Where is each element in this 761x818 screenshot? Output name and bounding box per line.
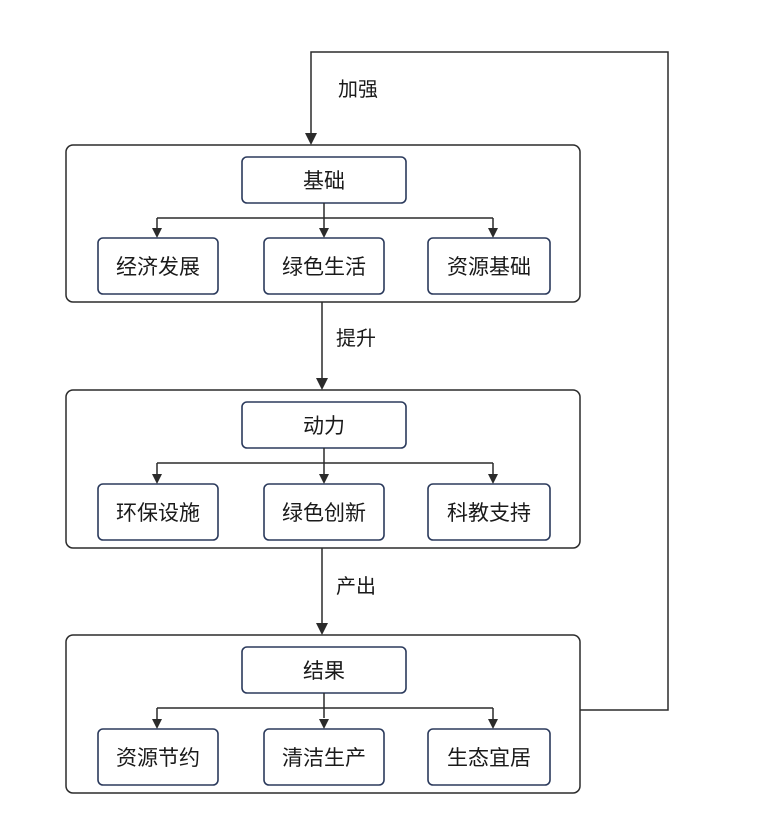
node-result-item-1 [97, 728, 219, 786]
node-base-item-3 [427, 237, 551, 295]
feedback-loop-line [310, 51, 669, 711]
node-power-item-1 [97, 483, 219, 541]
node-base-title-text: 基础 [303, 169, 345, 193]
result-arrowhead-right [488, 719, 498, 729]
node-base-item-3-text: 资源基础 [447, 255, 531, 279]
node-base-item-2-text: 绿色生活 [282, 255, 366, 279]
base-arrowhead-right [488, 228, 498, 238]
node-result-item-1-text: 资源节约 [116, 746, 200, 770]
node-result-item-2-text: 清洁生产 [282, 746, 366, 770]
base-to-power-arrowhead [316, 378, 328, 390]
node-base-item-1-text: 经济发展 [116, 255, 200, 279]
node-result-item-3 [427, 728, 551, 786]
node-result-item-3-text: 生态宜居 [447, 746, 531, 770]
node-power-item-3 [427, 483, 551, 541]
node-base-item-2 [263, 237, 385, 295]
result-arrowhead-center [319, 719, 329, 729]
node-power-item-3-text: 科教支持 [447, 501, 531, 525]
node-power-item-1-text: 环保设施 [116, 501, 200, 525]
node-power-item-2-text: 绿色创新 [282, 501, 366, 525]
node-result-title-text: 结果 [303, 659, 345, 683]
power-arrowhead-left [152, 474, 162, 484]
node-power-item-2 [263, 483, 385, 541]
base-arrowhead-left [152, 228, 162, 238]
feedback-arrowhead [305, 133, 317, 145]
node-power-title-text: 动力 [303, 414, 345, 438]
feedback-label: 加强 [338, 77, 378, 101]
base-to-power-label: 提升 [336, 326, 376, 350]
power-to-result-label: 产出 [336, 574, 376, 598]
power-to-result-arrowhead [316, 623, 328, 635]
node-base-item-1 [97, 237, 219, 295]
power-arrowhead-right [488, 474, 498, 484]
node-result-item-2 [263, 728, 385, 786]
power-arrowhead-center [319, 474, 329, 484]
base-arrowhead-center [319, 228, 329, 238]
result-arrowhead-left [152, 719, 162, 729]
